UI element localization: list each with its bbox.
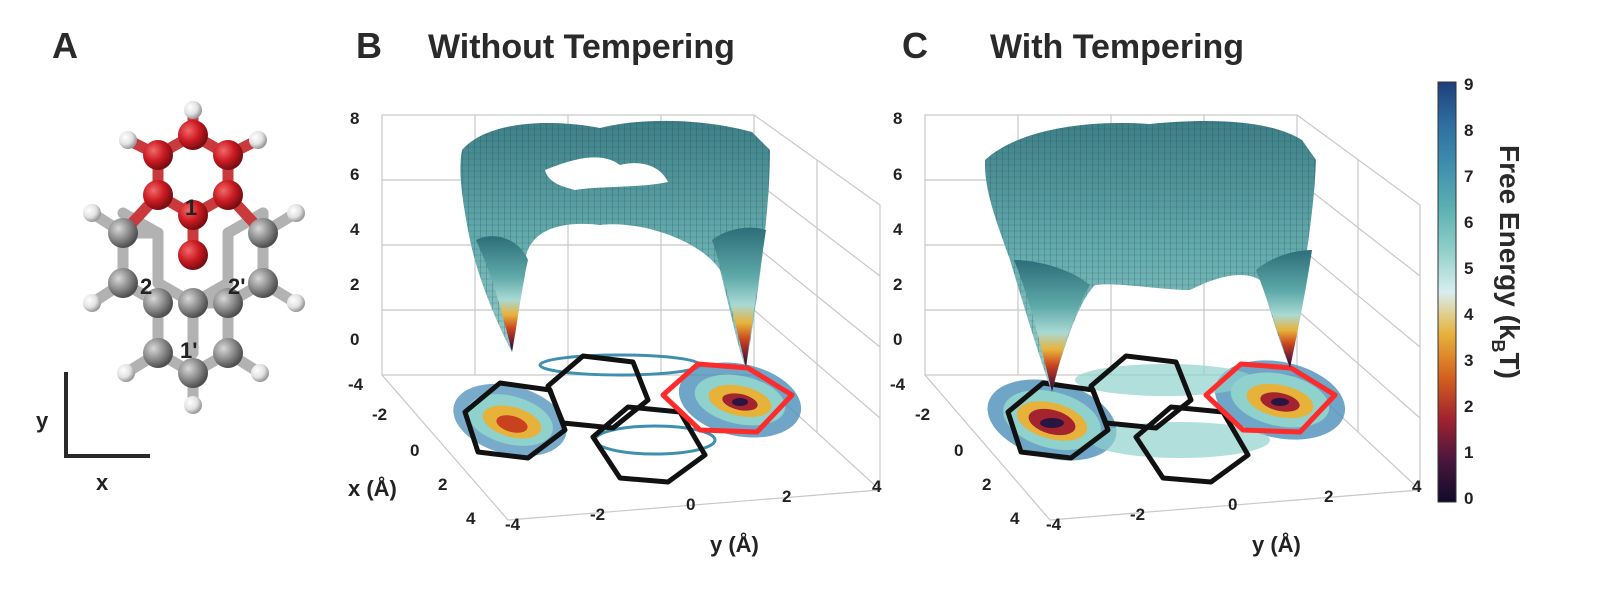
y-axis-label-b: y (Å)	[710, 531, 759, 557]
hydrogen-atoms	[83, 101, 305, 414]
axis-y-label: y	[36, 408, 49, 433]
molecule-diagram: 1 2 2' 1'	[83, 101, 305, 414]
panel-letter-b: B	[356, 25, 382, 66]
y-ticks-c: -4 -2 0 2 4	[1046, 477, 1422, 534]
panel-b: B Without Tempering	[348, 25, 882, 557]
ring-label-2-prime: 2'	[228, 274, 245, 299]
floor-contours-c	[987, 353, 1346, 485]
colorbar-tick: 4	[1464, 305, 1474, 324]
y-tick: 0	[1228, 495, 1237, 514]
x-tick: -2	[372, 405, 387, 424]
ring-label-2: 2	[140, 274, 152, 299]
colorbar-tick: 3	[1464, 351, 1473, 370]
y-ticks-b: -4 -2 0 2 4	[505, 477, 882, 534]
x-ticks-b: -4 -2 0 2 4	[348, 375, 476, 528]
z-tick: 8	[350, 109, 359, 128]
panel-letter-c: C	[902, 25, 928, 66]
z-tick: 6	[350, 165, 359, 184]
panel-title-b: Without Tempering	[428, 28, 735, 66]
axis-x-label: x	[96, 470, 109, 495]
z-tick: 4	[893, 220, 903, 239]
colorbar-title: Free Energy (kBT)	[1488, 145, 1525, 379]
z-tick: 0	[893, 330, 902, 349]
colorbar-tick: 1	[1464, 443, 1473, 462]
ring-label-1: 1	[185, 195, 197, 220]
z-tick: 0	[350, 330, 359, 349]
colorbar-tick: 9	[1464, 75, 1473, 94]
floor-contours-b	[453, 353, 802, 485]
panel-letter-a: A	[52, 25, 78, 66]
x-tick: 4	[466, 509, 476, 528]
axes-indicator: y x	[36, 372, 150, 495]
colorbar-tick: 6	[1464, 213, 1473, 232]
y-tick: -4	[505, 515, 521, 534]
y-tick: 2	[782, 487, 791, 506]
colorbar-tick: 5	[1464, 259, 1473, 278]
y-tick: 4	[872, 477, 882, 496]
y-tick: 4	[1412, 477, 1422, 496]
energy-surface-b	[460, 120, 770, 368]
x-tick: -2	[915, 405, 930, 424]
y-tick: -4	[1046, 515, 1062, 534]
panel-title-c: With Tempering	[990, 28, 1244, 66]
x-tick: 0	[954, 441, 963, 460]
x-tick: 2	[982, 475, 991, 494]
highlighted-ring-atoms	[143, 120, 243, 270]
y-tick: 0	[686, 495, 695, 514]
colorbar-bar	[1437, 81, 1457, 503]
z-tick: 8	[893, 109, 902, 128]
x-ticks-c: -4 -2 0 2 4	[890, 375, 1020, 528]
y-tick: 2	[1324, 487, 1333, 506]
colorbar-tick: 2	[1464, 397, 1473, 416]
colorbar-tick: 7	[1464, 167, 1473, 186]
energy-surface-c	[984, 121, 1316, 392]
panel-c: C With Tempering	[890, 25, 1422, 557]
z-ticks-c: 8 6 4 2 0	[893, 109, 903, 349]
x-tick: -4	[890, 375, 906, 394]
colorbar-tick: 0	[1464, 489, 1473, 508]
x-tick: 0	[410, 441, 419, 460]
panel-a: A	[36, 25, 305, 495]
z-tick: 2	[350, 275, 359, 294]
y-axis-label-c: y (Å)	[1252, 531, 1301, 557]
z-tick: 4	[350, 220, 360, 239]
colorbar: 9 8 7 6 5 4 3 2 1 0 Free Energy (kBT)	[1437, 75, 1525, 508]
colorbar-tick: 8	[1464, 121, 1473, 140]
z-tick: 6	[893, 165, 902, 184]
carbon-atoms	[108, 218, 278, 388]
x-axis-label-b: x (Å)	[348, 475, 397, 501]
ring-label-1-prime: 1'	[180, 338, 197, 363]
x-tick: 2	[438, 475, 447, 494]
z-ticks-b: 8 6 4 2 0	[350, 109, 360, 349]
x-tick: 4	[1010, 509, 1020, 528]
colorbar-ticks: 9 8 7 6 5 4 3 2 1 0	[1464, 75, 1474, 508]
y-tick: -2	[590, 505, 605, 524]
x-tick: -4	[348, 375, 364, 394]
z-tick: 2	[893, 275, 902, 294]
y-tick: -2	[1130, 505, 1145, 524]
